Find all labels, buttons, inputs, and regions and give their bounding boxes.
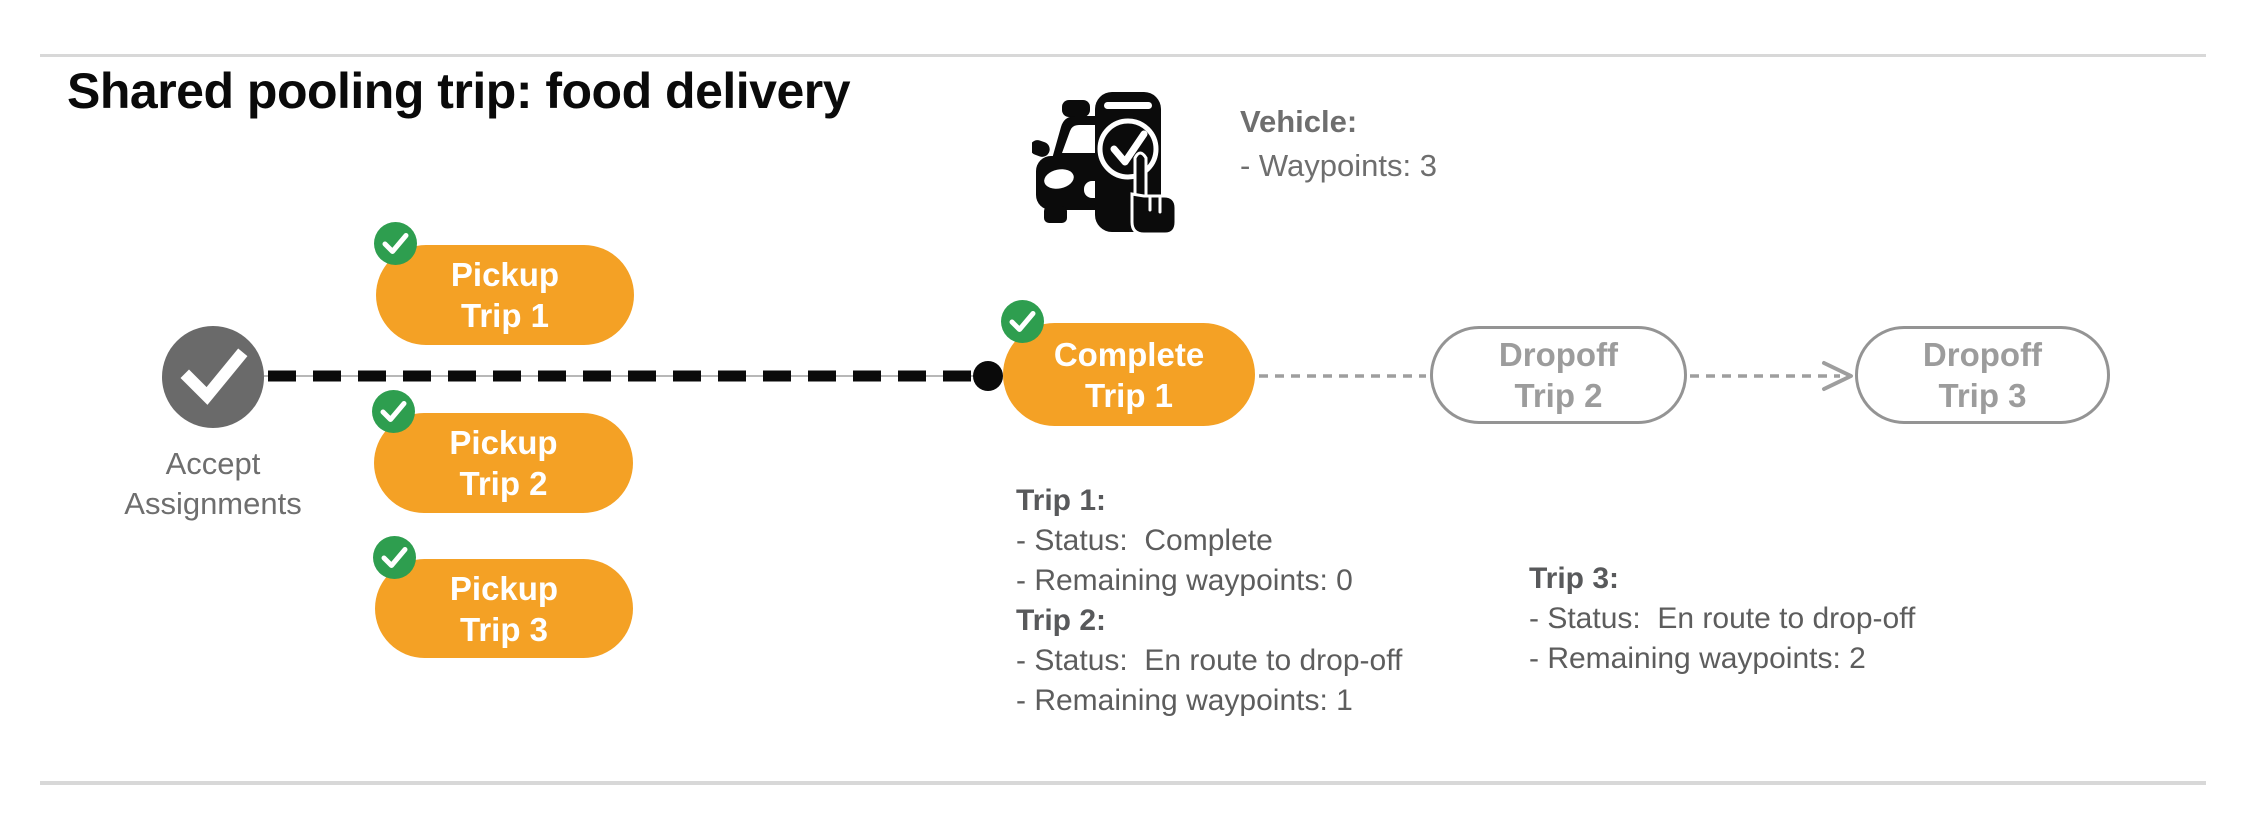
- accept-assignments-label: Accept Assignments: [63, 444, 363, 524]
- accept-label-line2: Assignments: [124, 486, 302, 521]
- vehicle-car-phone-check-icon: [1032, 92, 1178, 236]
- check-badge-icon: [374, 222, 417, 265]
- node-label-line1: Dropoff: [1922, 336, 2043, 373]
- vehicle-label: Vehicle:: [1240, 104, 1358, 139]
- vehicle-info: Vehicle: - Waypoints: 3: [1240, 100, 1437, 188]
- node-pickup-trip-2: Pickup Trip 2: [372, 390, 633, 513]
- trip-3-status-line: - Status: En route to drop-off: [1529, 602, 1916, 635]
- node-dropoff-trip-2: Dropoff Trip 2: [1430, 326, 1687, 424]
- node-dropoff-trip-3: Dropoff Trip 3: [1855, 326, 2110, 424]
- current-position-dot: [973, 361, 1003, 391]
- trip-2-waypoints-line: - Remaining waypoints: 1: [1016, 684, 1353, 717]
- trip-2-status-title: Trip 2:: [1016, 604, 1107, 637]
- page-title: Shared pooling trip: food delivery: [67, 63, 851, 119]
- trip-status-block-1: Trip 1: - Status: Complete - Remaining w…: [1016, 481, 1402, 721]
- node-label-line2: Trip 2: [1514, 377, 1603, 414]
- check-badge-icon: [373, 536, 416, 579]
- check-badge-icon: [372, 390, 415, 433]
- accept-assignments-check-circle-icon: [162, 326, 264, 428]
- node-label-line1: Pickup: [449, 424, 558, 461]
- node-label-line1: Pickup: [449, 569, 559, 607]
- trip-3-status-title: Trip 3:: [1529, 562, 1620, 595]
- trip-1-waypoints-line: - Remaining waypoints: 0: [1016, 564, 1353, 597]
- node-label-line2: Trip 3: [459, 610, 549, 648]
- trip-2-status-line: - Status: En route to drop-off: [1016, 644, 1403, 677]
- node-pickup-trip-1: Pickup Trip 1: [374, 222, 634, 345]
- bottom-divider: [40, 781, 2206, 785]
- node-label-line2: Trip 2: [459, 465, 548, 502]
- node-label-line2: Trip 1: [460, 297, 550, 334]
- node-pickup-trip-3: Pickup Trip 3: [373, 536, 633, 658]
- node-label-line1: Complete: [1053, 335, 1205, 373]
- check-badge-icon: [1001, 300, 1044, 343]
- top-divider: [40, 54, 2206, 57]
- node-label-line1: Pickup: [450, 256, 560, 293]
- node-complete-trip-1: Complete Trip 1: [1001, 300, 1255, 426]
- trip-1-status-title: Trip 1:: [1016, 484, 1107, 517]
- node-label-line2: Trip 3: [1938, 377, 2027, 414]
- arrowhead-icon: [1822, 361, 1853, 391]
- vehicle-waypoints: - Waypoints: 3: [1240, 148, 1437, 183]
- trip-3-waypoints-line: - Remaining waypoints: 2: [1529, 642, 1866, 675]
- node-label-line1: Dropoff: [1498, 336, 1619, 373]
- node-label-line2: Trip 1: [1084, 376, 1174, 414]
- accept-label-line1: Accept: [165, 446, 261, 481]
- trip-status-block-2: Trip 3: - Status: En route to drop-off -…: [1529, 559, 1915, 679]
- trip-1-status-line: - Status: Complete: [1016, 524, 1273, 557]
